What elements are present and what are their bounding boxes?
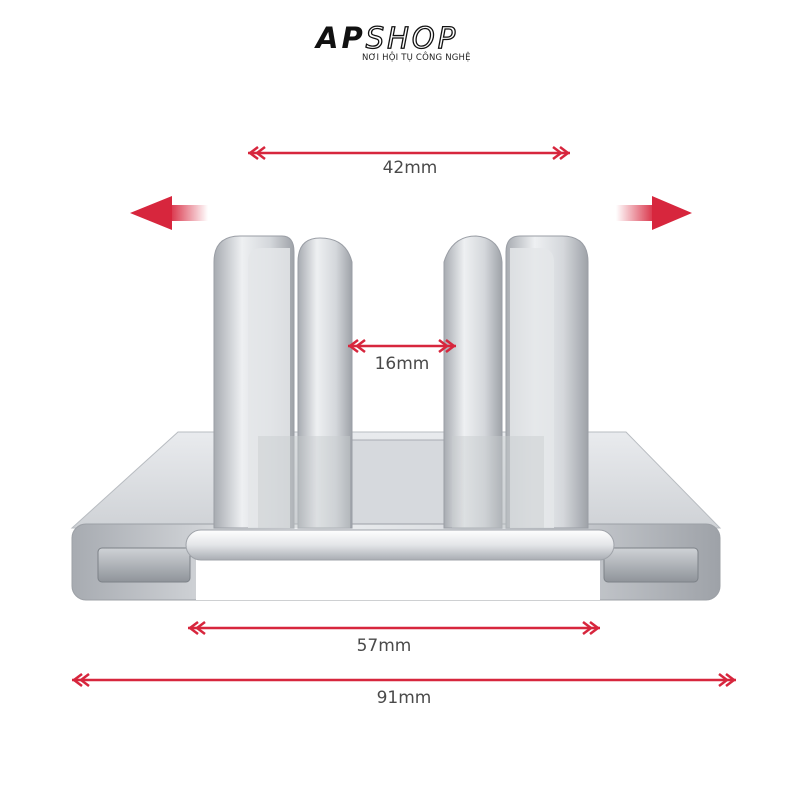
right-support-inner (443, 235, 503, 529)
label-91mm: 91mm (376, 688, 432, 708)
arrow-left-icon (130, 196, 208, 230)
base-center-channel (341, 439, 461, 529)
left-support-inner (297, 237, 353, 529)
dimension-57mm-line (187, 621, 601, 635)
left-slot-reflection (258, 436, 350, 528)
dimension-16mm-line (347, 339, 457, 353)
right-slot-reflection (452, 436, 544, 528)
label-16mm: 16mm (374, 354, 430, 374)
arrow-right-icon (616, 196, 692, 230)
logo-ap: AP (316, 21, 366, 55)
logo-wordmark: APSHOP (316, 21, 459, 55)
dimension-91mm-line (71, 673, 737, 687)
base-front-profile (71, 523, 721, 601)
right-support-outer (505, 235, 589, 529)
label-57mm: 57mm (356, 636, 412, 656)
label-42mm: 42mm (382, 158, 438, 178)
dimension-42mm-line (247, 146, 571, 160)
left-support-outer (213, 235, 295, 529)
logo-tagline: NƠI HỘI TỤ CÔNG NGHỆ (362, 53, 471, 63)
brand-logo: APSHOP NƠI HỘI TỤ CÔNG NGHỆ (310, 21, 490, 66)
logo-shop: SHOP (365, 21, 459, 55)
